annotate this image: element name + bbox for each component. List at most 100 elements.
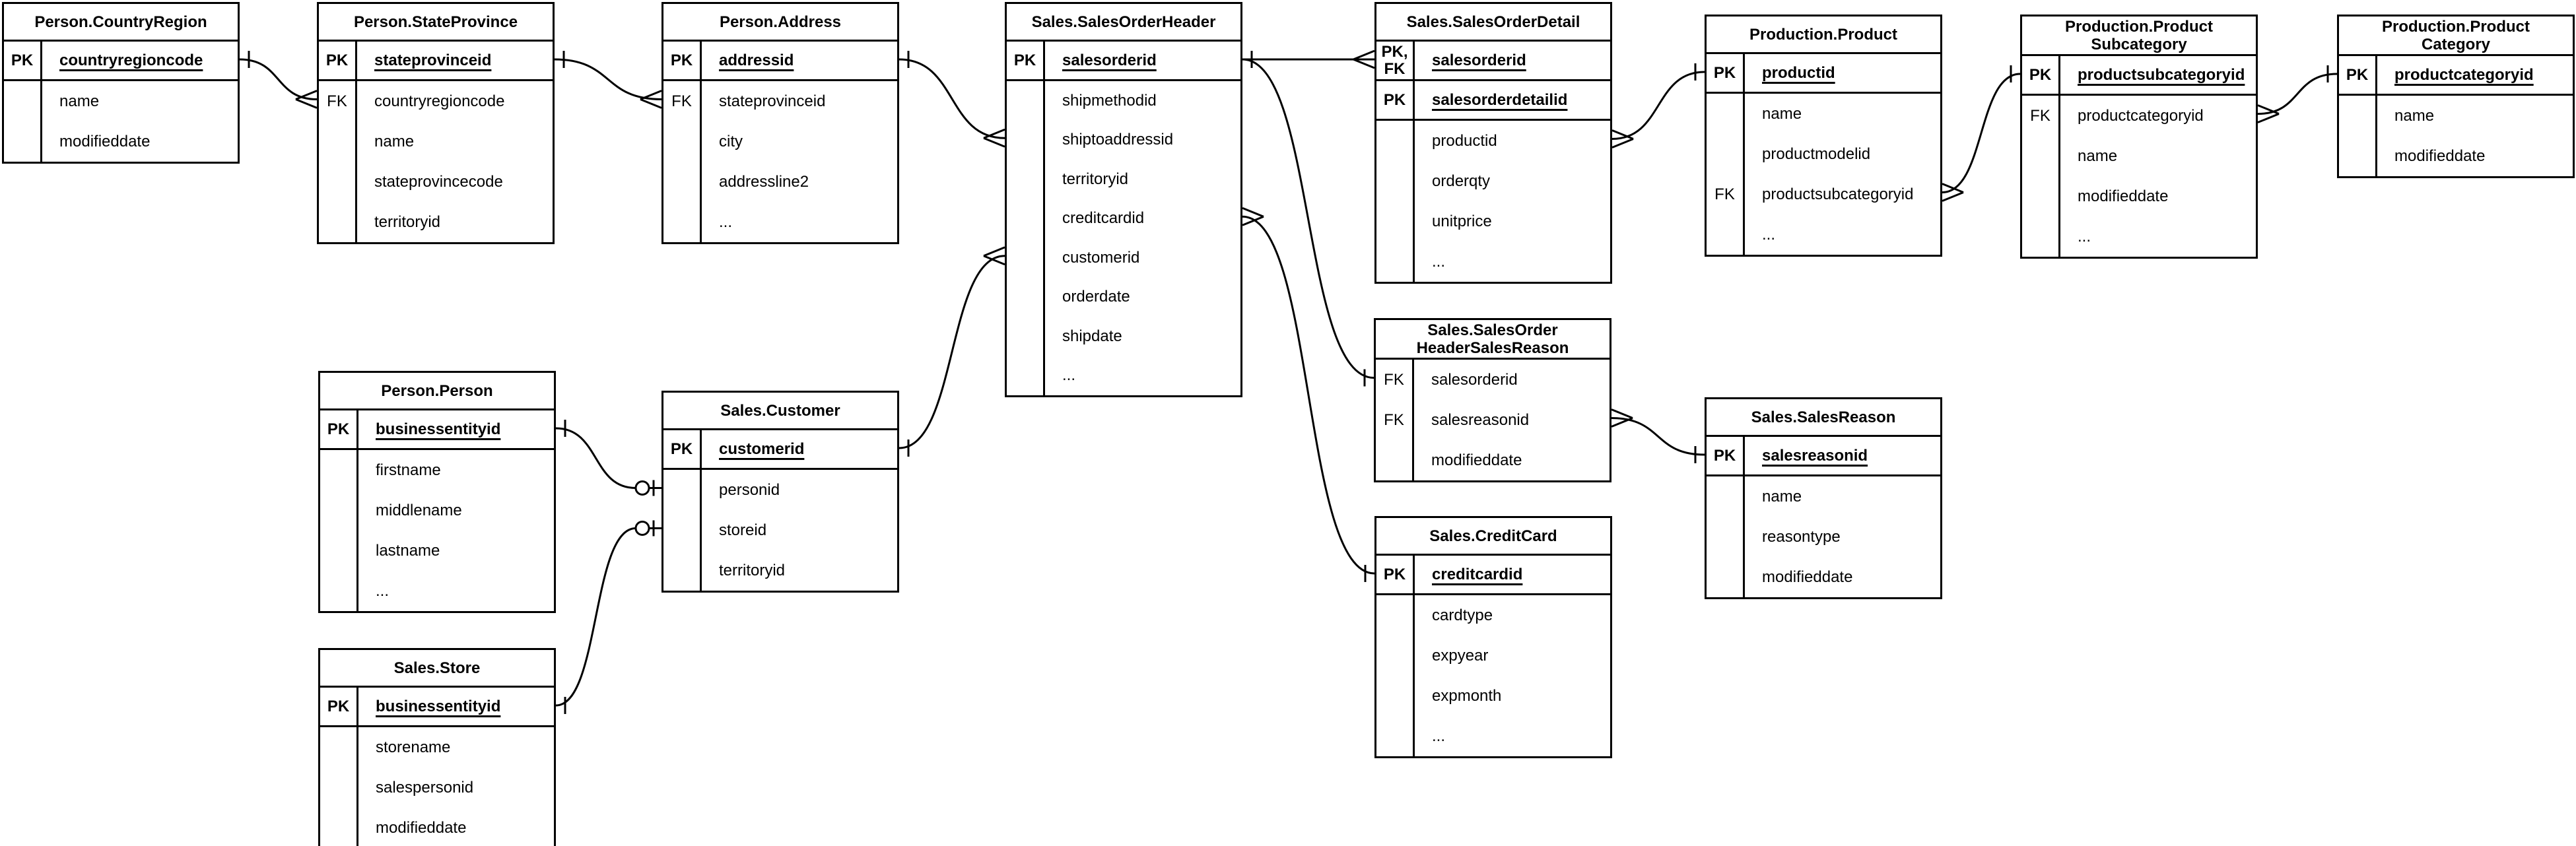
key-label [1707,134,1745,174]
key-label: PK [4,42,42,79]
key-label [319,121,357,162]
relationship-person_person-sales_customer[interactable] [555,420,661,496]
field-row: territoryid [319,202,553,242]
field-name: shiptoaddressid [1062,131,1174,149]
field-name: stateprovincecode [374,172,503,191]
key-label [320,727,358,767]
field-name: storename [376,738,451,756]
field-row: creditcardid [1007,199,1240,238]
key-label: PK [1376,81,1415,119]
field-name: modifieddate [376,818,467,837]
field-name: salesorderid [1432,51,1526,69]
field-name: stateprovinceid [719,92,826,110]
key-label [1376,676,1415,716]
field-row: salespersonid [320,767,554,808]
relationship-sales_store-sales_customer[interactable] [555,520,661,715]
field-name: productcategoryid [2078,106,2204,125]
table-title: Person.Person [320,373,554,410]
field-name: creditcardid [1432,565,1523,583]
field-row: name [1707,476,1940,517]
relationship-sales_salesorderheadersalesreason-sales_salesreason[interactable] [1611,408,1705,464]
key-label [2022,216,2060,257]
field-name: creditcardid [1062,209,1145,228]
field-name: expmonth [1432,686,1502,705]
relationship-person_stateprovince-person_address[interactable] [554,51,662,109]
key-label [1376,242,1415,282]
relationship-sales_salesorderdetail-production_product[interactable] [1611,63,1705,148]
field-name: middlename [376,501,462,519]
field-name: unitprice [1432,212,1492,230]
key-label [1707,94,1745,134]
key-label: FK [1707,174,1745,214]
key-label [1376,201,1415,242]
field-name: expyear [1432,646,1489,665]
key-label [2022,136,2060,176]
field-name: city [719,132,743,150]
field-name: productid [1762,63,1835,82]
field-name: productcategoryid [2394,65,2534,84]
field-row: stateprovincecode [319,162,553,202]
key-label [1707,214,1745,255]
field-name: territoryid [1062,170,1129,188]
field-name: salesorderid [1062,51,1157,69]
key-label [1376,716,1415,756]
field-name: productmodelid [1762,145,1871,163]
key-label: FK [2022,96,2060,136]
field-row: lastname [320,531,554,571]
relationship-sales_customer-sales_salesorderheader[interactable] [898,246,1005,457]
key-label [663,202,702,242]
field-row: personid [663,470,897,510]
field-name: ... [2078,227,2091,245]
relationship-person_address-sales_salesorderheader[interactable] [898,51,1005,148]
table-title-line: Person.StateProvince [353,13,518,31]
field-name: countryregioncode [374,92,505,110]
field-row: modifieddate [2339,136,2573,176]
table-title-line: Sales.SalesReason [1751,408,1896,426]
field-name: ... [376,581,390,600]
key-label: PK [320,688,358,725]
key-label [320,531,358,571]
key-label [320,490,358,531]
table-title: Person.StateProvince [319,4,553,42]
relationship-sales_salesorderheader-sales_salesorderheadersalesreason[interactable] [1242,58,1374,387]
relationship-sales_salesorderheader-sales_creditcard[interactable] [1242,207,1375,582]
key-label [1707,557,1745,597]
field-row: FK productcategoryid [2022,96,2256,136]
key-label-line: PK [1013,51,1036,69]
key-label [1007,120,1045,160]
field-name: name [1762,487,1802,505]
field-name: productsubcategoryid [1762,185,1914,203]
field-row: orderqty [1376,161,1610,201]
relationship-production_productsubcategory-production_productcategory[interactable] [2257,65,2338,123]
table-title: Person.Address [663,4,897,42]
relationship-person_countryregion-person_stateprovince[interactable] [239,51,318,109]
key-label [663,470,702,510]
field-row: city [663,121,897,162]
relationship-sales_salesorderheader-sales_salesorderdetail[interactable] [1242,49,1375,69]
field-row: shipmethodid [1007,81,1240,121]
relationship-production_product-production_productsubcategory[interactable] [1942,65,2021,202]
field-name: orderqty [1432,172,1491,190]
